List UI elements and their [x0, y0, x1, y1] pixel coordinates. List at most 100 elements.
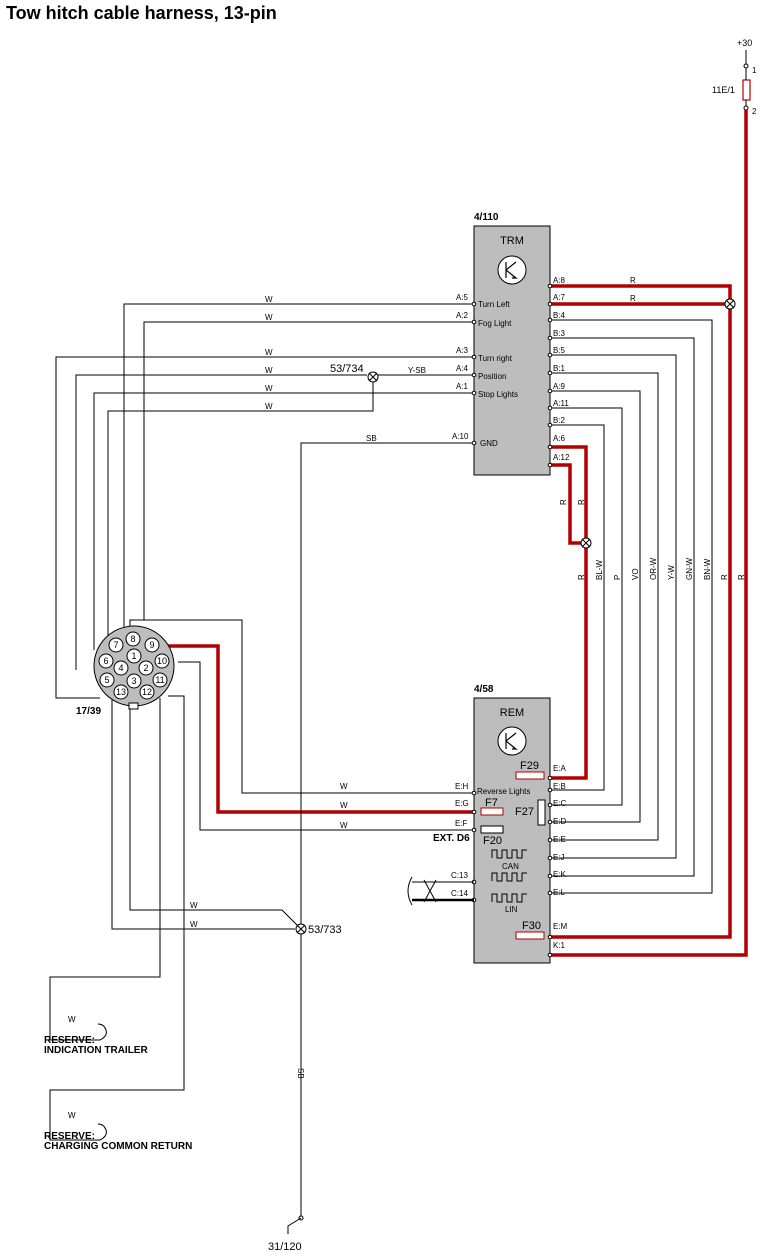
- trm-func: GND: [480, 439, 498, 448]
- vwire-label: R: [737, 574, 746, 580]
- wire-label: W: [340, 782, 348, 791]
- can-lin-wires: [407, 876, 474, 906]
- fuse-f20: [480, 825, 504, 834]
- bus-label: LIN: [505, 905, 518, 914]
- trm-pin: A:8: [553, 276, 566, 285]
- svg-text:5: 5: [104, 675, 109, 685]
- ext-label: EXT. D6: [433, 833, 470, 844]
- trm-pin: A:11: [553, 399, 569, 408]
- svg-text:9: 9: [149, 640, 154, 650]
- svg-text:12: 12: [142, 687, 152, 697]
- wire-label: SB: [366, 434, 377, 443]
- svg-text:4: 4: [118, 663, 123, 673]
- rem-pin: E:H: [455, 782, 469, 791]
- trm-left-wires: [55, 303, 474, 1218]
- rem-name: REM: [500, 707, 524, 719]
- trm-func: Turn Left: [478, 300, 510, 309]
- page-title: Tow hitch cable harness, 13-pin: [6, 3, 277, 23]
- wire-label: W: [265, 366, 273, 375]
- vwire-label: P: [613, 575, 622, 580]
- splice-53-734: 53/734: [330, 363, 379, 383]
- reserve-label: INDICATION TRAILER: [44, 1045, 148, 1056]
- trm-pin: A:12: [553, 453, 570, 462]
- vwire-label: BL-W: [595, 560, 604, 580]
- connector-pin: 13: [113, 684, 129, 700]
- wire-label: R: [630, 276, 636, 285]
- power-supply: +30 1 11E/1 2: [712, 38, 757, 116]
- rem-pin: E:D: [553, 817, 567, 826]
- wire-label: W: [265, 295, 273, 304]
- connector-label: 17/39: [76, 706, 101, 717]
- trm-func: Position: [478, 372, 506, 381]
- splice-label: 53/733: [308, 924, 342, 936]
- bus-label: CAN: [502, 862, 519, 871]
- trm-pin: A:2: [456, 311, 469, 320]
- fuse-label: F7: [485, 797, 498, 809]
- connector-pin: 7: [108, 637, 124, 653]
- vwire-label: R: [720, 574, 729, 580]
- trm-pin: A:1: [456, 382, 469, 391]
- fuse-label: 11E/1: [712, 85, 735, 95]
- vwire-label: BN-W: [703, 558, 712, 580]
- connector-pin: 2: [138, 660, 154, 676]
- connector-pin: 8: [125, 631, 141, 647]
- rem-pin: E:K: [553, 870, 567, 879]
- trm-rem-wires: [550, 319, 713, 894]
- rem-pin: E:A: [553, 764, 567, 773]
- wire-label: SB: [296, 1068, 305, 1079]
- vertical-wire-labels: R BL-W P VO OR-W Y-W GN-W BN-W R R R R: [559, 499, 746, 580]
- vwire-label: VO: [631, 568, 640, 580]
- rem-pin: E:M: [553, 922, 568, 931]
- supply-label: +30: [737, 38, 752, 48]
- rem-pin: C:14: [451, 889, 468, 898]
- can-bus-icon: CAN: [491, 849, 527, 882]
- vwire-label: GN-W: [685, 557, 694, 580]
- rem-pin: E:F: [455, 819, 468, 828]
- svg-text:7: 7: [113, 640, 118, 650]
- trm-pin: B:2: [553, 416, 566, 425]
- trm-pin: A:10: [452, 432, 469, 441]
- trm-pin: A:9: [553, 382, 566, 391]
- fuse-f30: [515, 931, 545, 940]
- trm-pin: A:4: [456, 364, 469, 373]
- ground-label: 31/120: [268, 1241, 302, 1253]
- svg-text:6: 6: [103, 656, 108, 666]
- wire-label: Y-SB: [408, 366, 426, 375]
- ground-31-120: 31/120: [268, 1215, 304, 1253]
- rem-pin: E:G: [455, 799, 469, 808]
- trm-func: Stop Lights: [478, 390, 518, 399]
- rem-pin: E:B: [553, 782, 566, 791]
- trm-pin: B:5: [553, 346, 566, 355]
- wire-label: W: [190, 901, 198, 910]
- svg-text:8: 8: [130, 634, 135, 644]
- lin-bus-icon: LIN: [491, 893, 527, 914]
- transistor-icon: [497, 255, 527, 285]
- reserve-label: RESERVE:: [44, 1035, 95, 1046]
- svg-text:11: 11: [155, 675, 164, 685]
- fuse-pin-1: 1: [752, 66, 757, 75]
- wire-label: R: [630, 294, 636, 303]
- vwire-label: OR-W: [649, 557, 658, 580]
- fuse-label: F27: [515, 806, 534, 818]
- rem-pin: E:J: [553, 853, 565, 862]
- svg-text:3: 3: [131, 676, 136, 686]
- wire-label: W: [265, 384, 273, 393]
- trm-func: Turn right: [478, 354, 513, 363]
- splice-label: 53/734: [330, 363, 364, 375]
- svg-text:2: 2: [143, 663, 148, 673]
- connector-pin: 5: [99, 672, 115, 688]
- power-wires: [160, 110, 748, 957]
- trm-pin: A:7: [553, 293, 566, 302]
- fuse-label: F29: [520, 760, 539, 772]
- rem-pin: K:1: [553, 941, 566, 950]
- vwire-label: Y-W: [667, 565, 676, 580]
- fuse-f7: [480, 807, 504, 816]
- rem-pin: E:E: [553, 835, 566, 844]
- trm-name: TRM: [500, 235, 524, 247]
- wire-label: W: [265, 348, 273, 357]
- wire-label: W: [68, 1111, 76, 1120]
- connector-pin: 6: [98, 653, 114, 669]
- wire-label: W: [340, 801, 348, 810]
- rem-module: 4/58 REM F29 F7 F27 F20 F30 CAN LIN E:H …: [433, 684, 568, 964]
